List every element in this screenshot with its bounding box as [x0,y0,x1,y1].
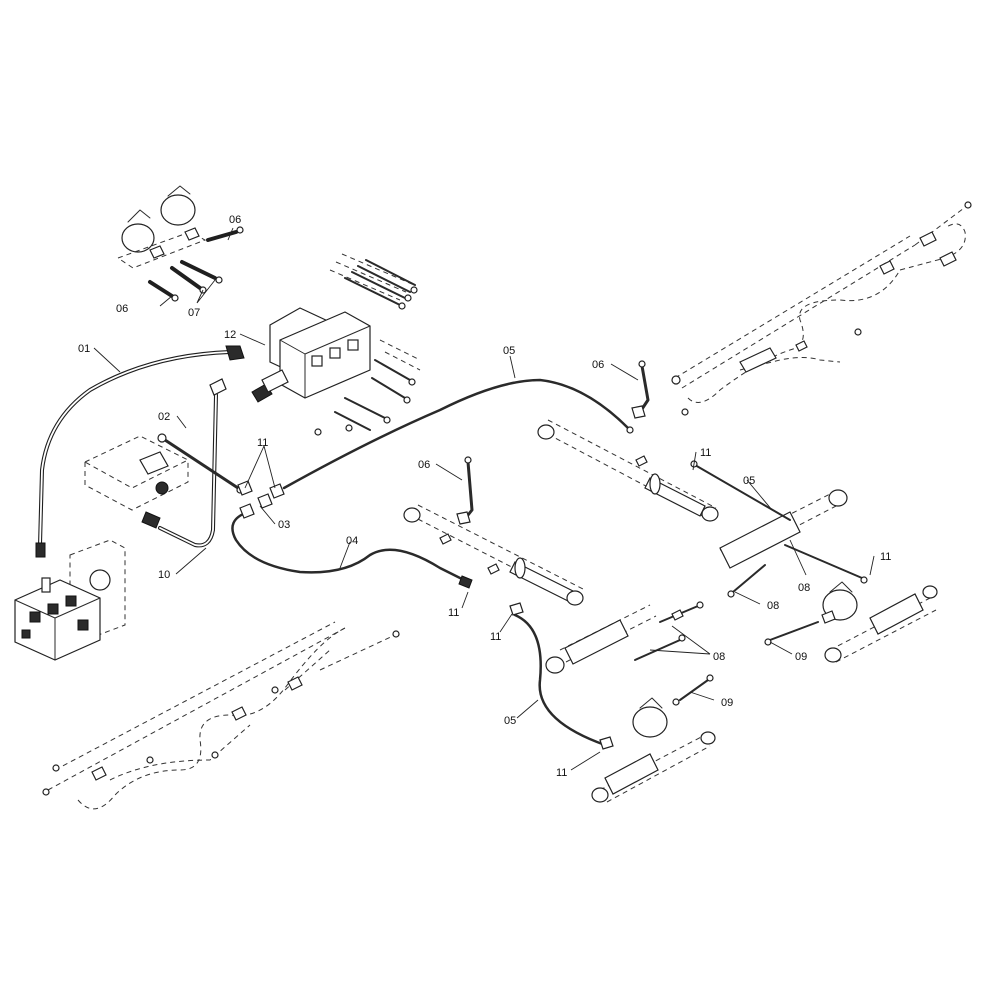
leader-lines [93,227,875,771]
callout-08: 08 [798,582,810,594]
fitting-06-mid [456,456,474,525]
fitting-06-top [631,360,650,419]
accumulator-bottom [591,674,716,803]
callout-11: 11 [257,437,268,449]
callout-10: 10 [158,569,170,581]
hose-01 [35,345,245,558]
valve-block-assembly [251,253,421,436]
callout-01: 01 [78,343,90,355]
callout-05: 05 [503,345,515,357]
callout-07: 07 [188,307,200,319]
callout-11: 11 [880,551,891,563]
pipe-harness-top-right [671,201,973,416]
callout-03: 03 [278,519,290,531]
callout-06: 06 [592,359,604,371]
hose-10 [141,378,227,548]
callout-06: 06 [229,214,241,226]
tee-fittings-11 [237,480,285,519]
hose-05-top [282,378,634,490]
callout-11: 11 [448,607,459,619]
callout-06: 06 [116,303,128,315]
valve-block-left [83,435,190,511]
accumulator-right [764,581,938,663]
callout-labels: 06 06 07 12 01 02 11 03 10 04 05 06 06 1… [78,214,891,779]
callout-04: 04 [346,535,358,547]
callout-12: 12 [224,329,236,341]
callout-09: 09 [795,651,807,663]
callout-06: 06 [418,459,430,471]
cylinder-lower-center [545,601,704,674]
hose-04 [231,510,473,589]
callout-05: 05 [743,475,755,487]
callout-11: 11 [556,767,567,779]
callout-02: 02 [158,411,170,423]
cylinder-upper [537,419,719,522]
hose-05-bottom [509,602,614,750]
cylinder-right [690,460,868,598]
callout-11: 11 [700,447,711,459]
callout-08: 08 [767,600,779,612]
cylinder-center [403,504,586,606]
callout-09: 09 [721,697,733,709]
pipe-harness-bottom-left [42,621,400,810]
callout-11: 11 [490,631,501,643]
callout-08: 08 [713,651,725,663]
callout-05: 05 [504,715,516,727]
accumulator-group-top-left [116,185,244,302]
control-valve-lower-left [14,539,126,661]
hose-02 [157,433,244,494]
